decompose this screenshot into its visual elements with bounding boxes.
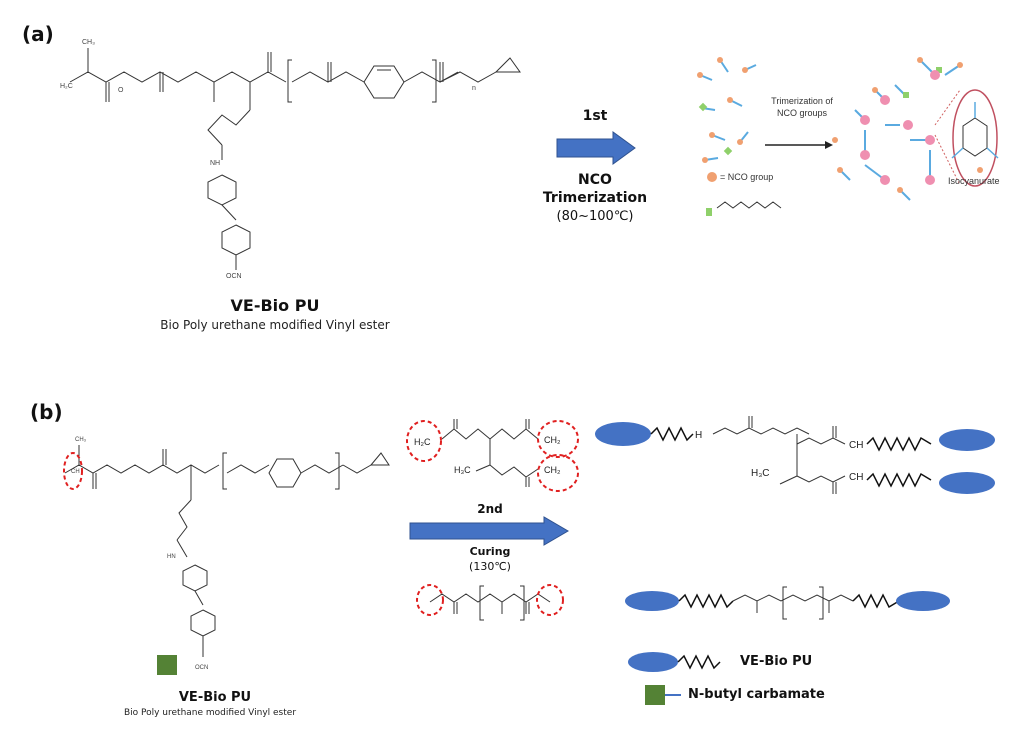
legend-ve-bio-pu-icon	[628, 652, 721, 672]
panel-b-label: (b)	[30, 400, 63, 424]
arrow-label-b-line2: (130℃)	[469, 560, 511, 573]
svg-text:H₂C: H₂C	[60, 83, 73, 90]
panel-a-label: (a)	[22, 22, 54, 46]
svg-text:CH₃: CH₃	[75, 437, 87, 443]
svg-text:CH: CH	[849, 440, 863, 451]
legend-ve-bio-pu-label: VE-Bio PU	[740, 654, 813, 669]
cured-chain-product	[625, 586, 950, 620]
arrow-step-label-b: 2nd	[477, 502, 503, 516]
svg-text:NH: NH	[210, 160, 220, 167]
arrow-label-a-line2: Trimerization	[542, 190, 648, 206]
caption-subtitle-b: Bio Poly urethane modified Vinyl ester	[123, 708, 297, 718]
carbamate-structure-icon	[716, 201, 782, 209]
process-arrow-a	[556, 131, 636, 165]
crosslinker-structure: H₂C CH₂ H₃C CH₂	[406, 419, 579, 492]
caption-title-a: VE-Bio PU	[230, 296, 320, 315]
svg-text:n: n	[472, 85, 476, 92]
inset-legend-nco: = NCO group	[720, 172, 774, 182]
svg-text:H₃C: H₃C	[751, 468, 770, 479]
svg-text:H₃C: H₃C	[454, 465, 471, 475]
legend-carbamate-square-icon	[645, 685, 665, 705]
svg-text:CH₂: CH₂	[544, 435, 561, 445]
inset-isocyanurate-label: Isocyanurate	[948, 176, 1000, 186]
caption-title-b: VE-Bio PU	[178, 690, 252, 705]
n-butyl-carbamate-marker	[157, 655, 177, 675]
arrow-label-b-line1: Curing	[469, 545, 511, 558]
legend-carbamate-label: N-butyl carbamate	[688, 687, 825, 702]
svg-text:CH: CH	[71, 469, 80, 475]
trimerization-inset: Trimerization of NCO groups = NCO group …	[690, 30, 1010, 220]
arrow-step-label-a: 1st	[582, 108, 608, 124]
svg-text:OCN: OCN	[195, 665, 208, 671]
cured-network-product: H CH H₃C CH	[595, 416, 995, 494]
molecule-ve-bio-pu-b: CH₃ CH HN OCN	[63, 437, 390, 671]
svg-text:HN: HN	[167, 554, 176, 560]
svg-text:H: H	[695, 430, 702, 441]
arrow-label-a-line3: (80~100℃)	[556, 209, 634, 224]
svg-text:H₂C: H₂C	[414, 437, 431, 447]
process-arrow-b	[409, 516, 569, 546]
svg-text:CH₂: CH₂	[544, 465, 561, 475]
legend-carbamate-line	[665, 694, 681, 696]
svg-text:OCN: OCN	[226, 273, 242, 280]
arrow-label-a-line1: NCO	[578, 172, 612, 188]
svg-text:CH₃: CH₃	[82, 39, 95, 46]
diacrylate-structure	[416, 584, 564, 621]
inset-arrow-label-2: NCO groups	[776, 108, 828, 118]
caption-subtitle-a: Bio Poly urethane modified Vinyl ester	[160, 318, 390, 332]
molecule-ve-bio-pu-a: CH₃ H₂C O NH OCN n	[60, 39, 521, 280]
svg-text:O: O	[118, 87, 124, 94]
inset-arrow-label-1: Trimerization of	[771, 96, 833, 106]
svg-text:CH: CH	[849, 472, 863, 483]
